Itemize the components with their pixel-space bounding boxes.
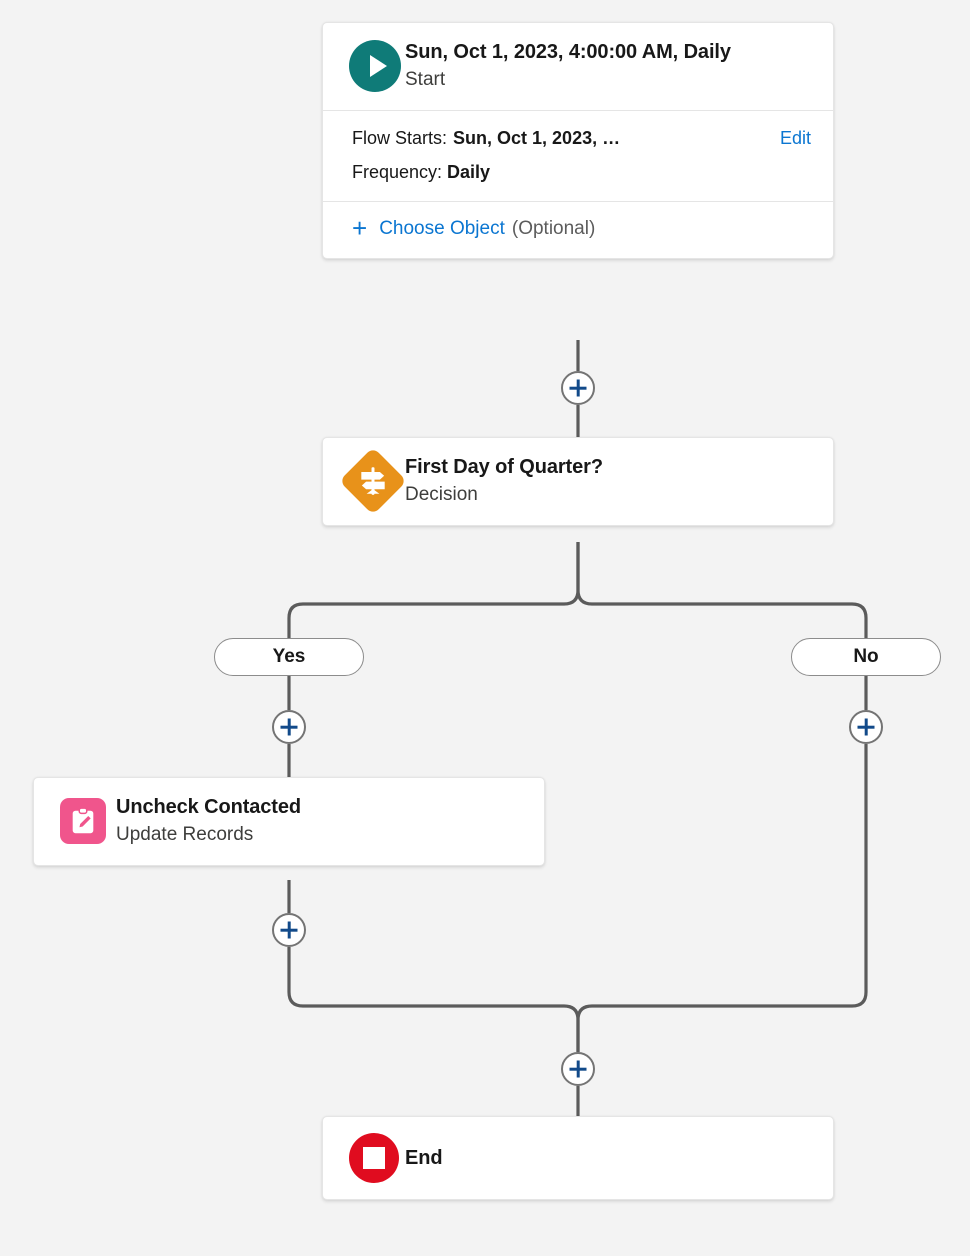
frequency-value: Daily <box>447 161 491 182</box>
start-node-divider-bottom <box>323 200 833 202</box>
decision-node-title: First Day of Quarter? <box>405 456 603 478</box>
choose-object-button[interactable]: + Choose Object (Optional) <box>323 202 833 258</box>
update-records-node-card[interactable]: Uncheck Contacted Update Records <box>33 777 545 866</box>
start-node-text: Sun, Oct 1, 2023, 4:00:00 AM, Daily Star… <box>405 39 815 94</box>
end-node-icon-wrap <box>349 1133 405 1183</box>
decision-node-header: First Day of Quarter? Decision <box>323 438 833 525</box>
start-node-details: Flow Starts: Sun, Oct 1, 2023, … Edit Fr… <box>323 111 833 201</box>
add-element-before-end-button[interactable] <box>561 1052 595 1086</box>
add-element-yes-branch-button[interactable] <box>272 710 306 744</box>
branch-label-yes-text: Yes <box>272 646 306 667</box>
start-node-title: Sun, Oct 1, 2023, 4:00:00 AM, Daily <box>405 41 731 63</box>
update-records-node-subtitle: Update Records <box>116 824 254 846</box>
connector-decision-to-no <box>576 542 868 638</box>
start-node-header: Sun, Oct 1, 2023, 4:00:00 AM, Daily Star… <box>323 23 833 110</box>
end-node-text: End <box>405 1145 815 1171</box>
start-node-icon-wrap <box>349 40 405 93</box>
detail-row-flow-starts: Flow Starts: Sun, Oct 1, 2023, … Edit <box>352 125 811 153</box>
decision-node-card[interactable]: First Day of Quarter? Decision <box>322 437 834 526</box>
add-element-after-update-button[interactable] <box>272 913 306 947</box>
update-records-node-text: Uncheck Contacted Update Records <box>116 794 526 849</box>
start-node-card[interactable]: Sun, Oct 1, 2023, 4:00:00 AM, Daily Star… <box>322 22 834 259</box>
update-records-icon-wrap <box>60 798 116 845</box>
end-stop-icon <box>349 1133 399 1183</box>
decision-node-text: First Day of Quarter? Decision <box>405 454 815 509</box>
branch-label-no[interactable]: No <box>791 638 941 676</box>
end-node-card[interactable]: End <box>322 1116 834 1200</box>
detail-row-frequency: Frequency: Daily <box>352 159 811 187</box>
update-records-node-title: Uncheck Contacted <box>116 796 302 818</box>
connector-no-merge <box>576 744 868 1052</box>
add-element-no-branch-button[interactable] <box>849 710 883 744</box>
play-icon <box>349 40 401 93</box>
plus-icon: + <box>352 212 368 243</box>
connector-yes-merge <box>287 947 580 1052</box>
flow-starts-label: Flow Starts: <box>352 127 448 148</box>
add-element-after-start-button[interactable] <box>561 371 595 405</box>
end-node-title: End <box>405 1146 443 1169</box>
decision-node-icon-wrap <box>339 447 407 516</box>
update-records-node-header: Uncheck Contacted Update Records <box>34 778 544 865</box>
decision-node-subtitle: Decision <box>405 484 478 506</box>
flow-starts-value: Sun, Oct 1, 2023, … <box>453 127 621 148</box>
update-records-clipboard-pencil-icon <box>60 798 106 845</box>
start-node-divider-top <box>323 109 833 111</box>
branch-label-yes[interactable]: Yes <box>214 638 364 676</box>
edit-schedule-link[interactable]: Edit <box>779 127 811 148</box>
choose-object-optional-label: (Optional) <box>511 217 596 239</box>
frequency-label: Frequency: <box>352 161 443 182</box>
choose-object-label: Choose Object <box>379 217 505 239</box>
decision-signpost-icon <box>339 447 407 516</box>
end-node-header: End <box>323 1117 833 1199</box>
branch-label-no-text: No <box>853 646 879 667</box>
start-node-subtitle: Start <box>405 69 446 91</box>
connector-decision-to-yes <box>287 542 580 638</box>
